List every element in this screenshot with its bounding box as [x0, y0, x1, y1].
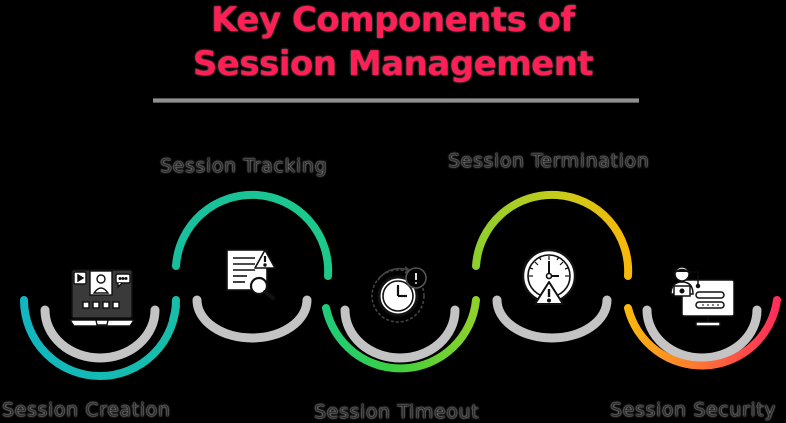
arc-session-termination	[472, 190, 633, 280]
shadow-creation	[40, 305, 160, 363]
shadow-timeout	[340, 305, 460, 363]
title-line-2: Session Management	[192, 44, 594, 84]
label-session-tracking: Session Tracking	[160, 155, 328, 177]
document-search-warning-icon	[226, 249, 276, 300]
arc-tracking-tail-left	[169, 302, 180, 324]
arc-shadows	[40, 295, 762, 363]
hacker-monitor-lock-icon	[670, 266, 735, 327]
arc-session-timeout	[322, 296, 480, 373]
laptop-video-call-icon	[68, 269, 136, 327]
shadow-termination	[492, 295, 612, 343]
shadow-security	[642, 305, 762, 363]
label-session-termination: Session Termination	[448, 150, 650, 172]
label-session-creation: Session Creation	[2, 399, 171, 421]
label-session-security: Session Security	[610, 399, 777, 421]
arc-session-security	[624, 296, 781, 370]
arc-session-creation	[20, 296, 180, 380]
shadow-tracking	[192, 295, 312, 343]
clock-timeout-icon	[371, 266, 427, 323]
label-session-timeout: Session Timeout	[314, 401, 480, 423]
gauge-warning-icon	[521, 248, 577, 305]
title-divider	[153, 98, 639, 103]
arc-session-tracking	[172, 190, 333, 280]
title-line-1: Key Components of	[211, 0, 575, 40]
